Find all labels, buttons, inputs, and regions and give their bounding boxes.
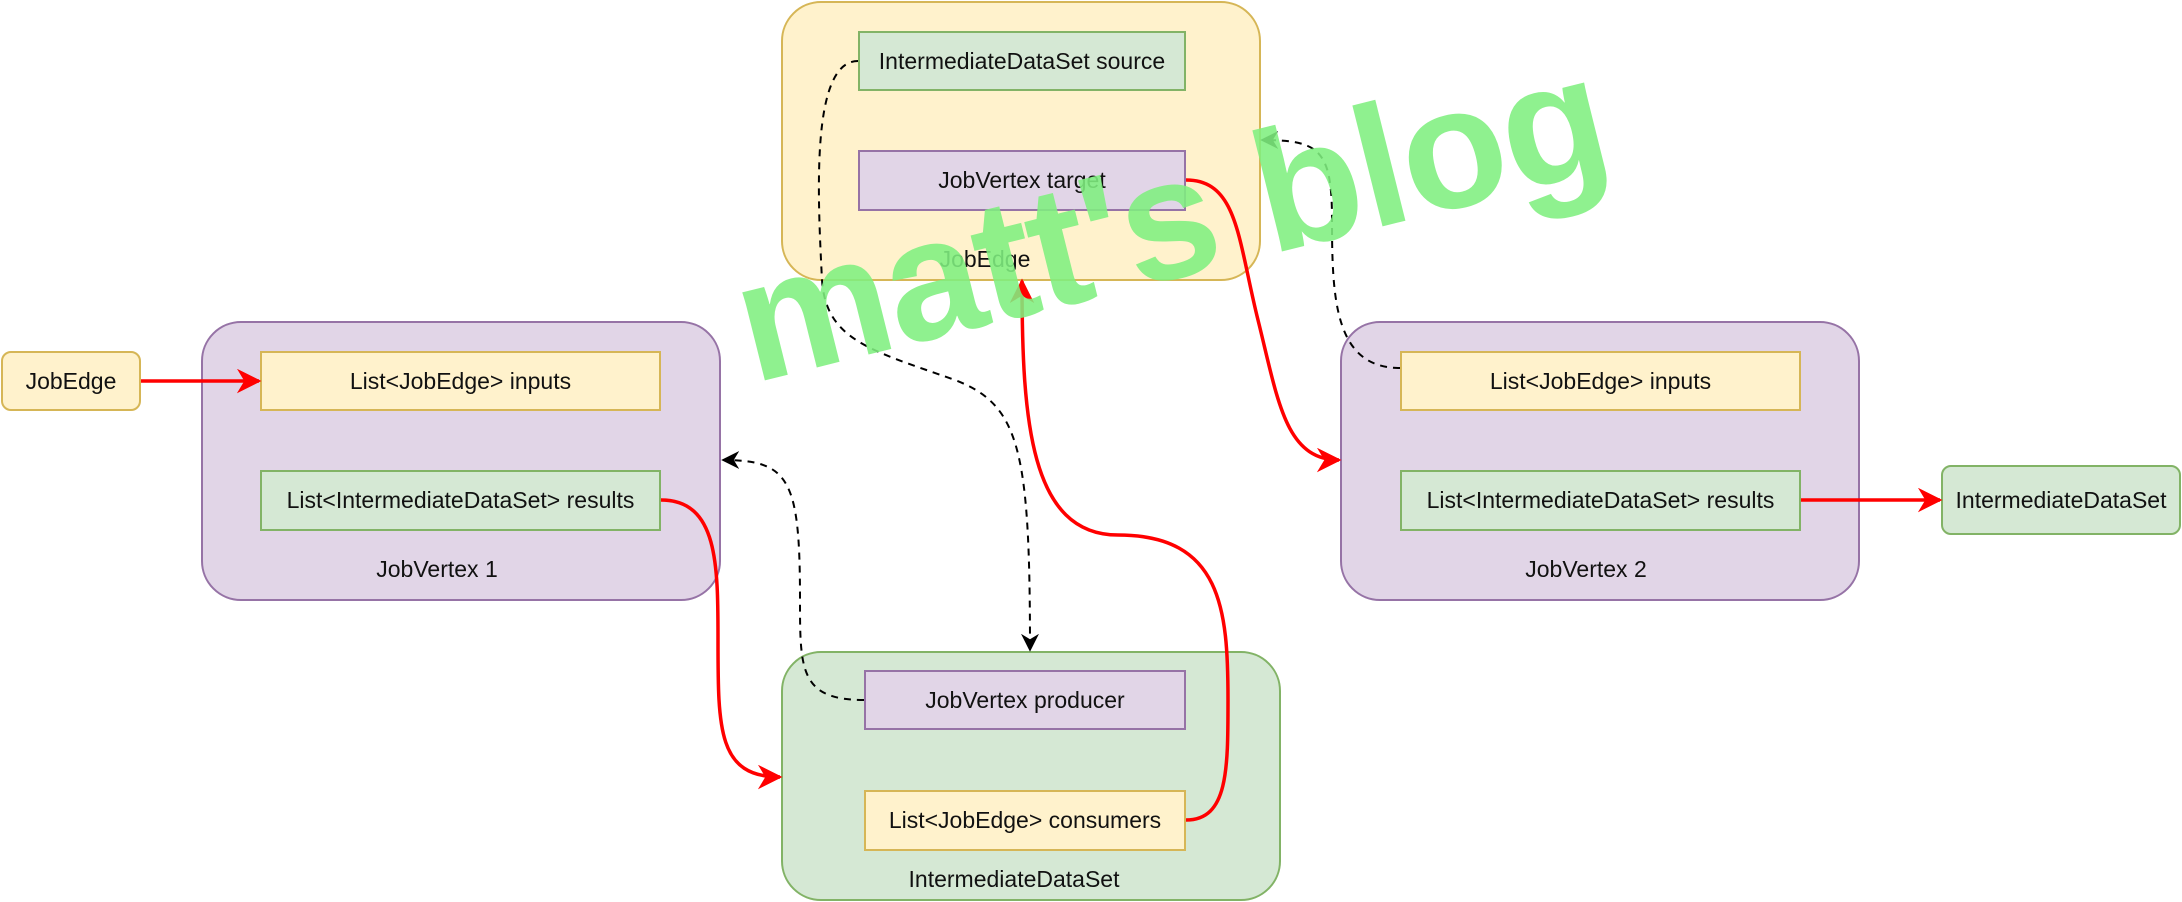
jobvertex-2-title: JobVertex 2: [1525, 556, 1647, 582]
field-jobvertex1-results[interactable]: List<IntermediateDataSet> results: [260, 470, 661, 531]
arrow-results-to-dataset: [660, 498, 783, 790]
field-jobvertex2-results[interactable]: List<IntermediateDataSet> results: [1400, 470, 1801, 531]
field-jobvertex2-inputs[interactable]: List<JobEdge> inputs: [1400, 351, 1801, 411]
arrow-target-to-jobvertex2: [1185, 178, 1342, 473]
field-intermediatedataset-source[interactable]: IntermediateDataSet source: [858, 31, 1186, 91]
field-jobvertex-producer[interactable]: JobVertex producer: [864, 670, 1186, 730]
dashed-producer-to-jobvertex1: [721, 451, 865, 701]
field-jobvertex1-inputs[interactable]: List<JobEdge> inputs: [260, 351, 661, 411]
field-jobvertex-target[interactable]: JobVertex target: [858, 150, 1186, 211]
intermediate-dataset-output-node[interactable]: IntermediateDataSet: [1941, 465, 2181, 535]
jobedge-title: JobEdge: [939, 246, 1031, 272]
dashed-inputs-to-jobedge: [1260, 131, 1401, 369]
dashed-source-to-dataset: [817, 60, 1039, 652]
arrow-consumers-to-jobedge: [1009, 278, 1230, 822]
intermediate-dataset-title: IntermediateDataSet: [908, 866, 1120, 892]
jobvertex-1-title: JobVertex 1: [376, 556, 498, 582]
field-jobedge-consumers[interactable]: List<JobEdge> consumers: [864, 790, 1186, 851]
jobedge-input-node[interactable]: JobEdge: [1, 351, 141, 411]
